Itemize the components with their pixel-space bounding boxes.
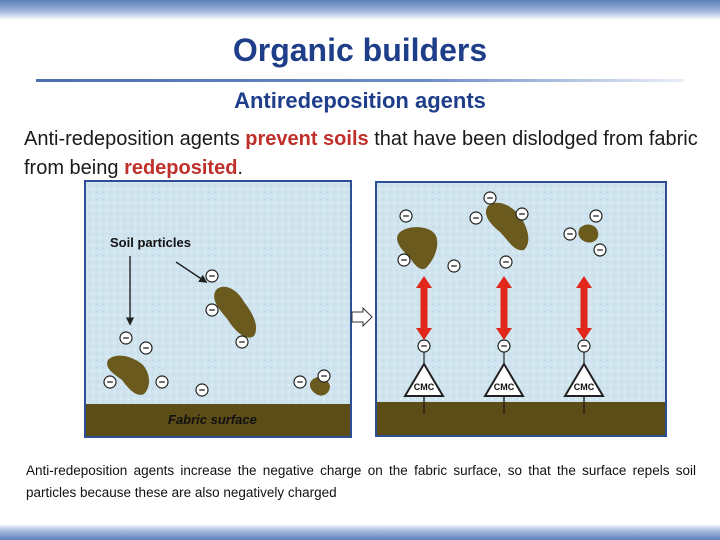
cmc-label: CMC [414,382,435,392]
cmc-label: CMC [494,382,515,392]
negative-charge-icon [195,383,209,397]
negative-charge-icon [589,209,603,223]
negative-charge-icon [103,375,117,389]
negative-charge-icon [119,331,133,345]
intro-text-2: that have been dislodged from fabric fro… [24,128,698,179]
soil-particle-icon [107,355,150,395]
negative-charge-icon [139,341,153,355]
intro-highlight-prevent-soils: prevent soils [245,128,369,150]
label-pointer-arrow [175,261,208,283]
cmc-label: CMC [574,382,595,392]
intro-paragraph: Anti-redeposition agents prevent soils t… [24,125,714,183]
left-panel: Fabric surface Soil particles [84,180,352,438]
negative-charge-icon [593,243,607,257]
top-decorative-bar [0,0,720,20]
negative-charge-icon [235,335,249,349]
negative-charge-icon [499,255,513,269]
intro-highlight-redeposited: redeposited [124,157,238,179]
negative-charge-icon [447,259,461,273]
negative-charge-icon [205,269,219,283]
negative-charge-icon [469,211,483,225]
negative-charge-icon [399,209,413,223]
negative-charge-icon [563,227,577,241]
negative-charge-icon [483,191,497,205]
figure-caption: Anti-redeposition agents increase the ne… [26,463,696,500]
slide-subtitle: Antiredeposition agents [234,88,486,113]
negative-charge-icon [397,253,411,267]
slide-title: Organic builders [232,32,488,68]
negative-charge-icon [515,207,529,221]
negative-charge-icon [155,375,169,389]
negative-charge-icon [317,369,331,383]
antiredeposition-figure: Fabric surface Soil particles [84,180,667,438]
intro-text-1: Anti-redeposition agents [24,128,246,150]
fabric-surface-label: Fabric surface [168,412,257,427]
process-arrow-icon [351,306,373,328]
negative-charge-icon [293,375,307,389]
soil-particle-icon [214,286,257,338]
title-underline [36,79,684,82]
soil-particles-label: Soil particles [110,235,191,250]
right-panel: CMC CMC CMC [375,181,667,437]
intro-text-3: . [237,157,243,179]
soil-particle-icon [578,224,599,243]
negative-charge-icon [205,303,219,317]
soil-particle-icon [397,227,438,270]
bottom-decorative-bar [0,524,720,540]
